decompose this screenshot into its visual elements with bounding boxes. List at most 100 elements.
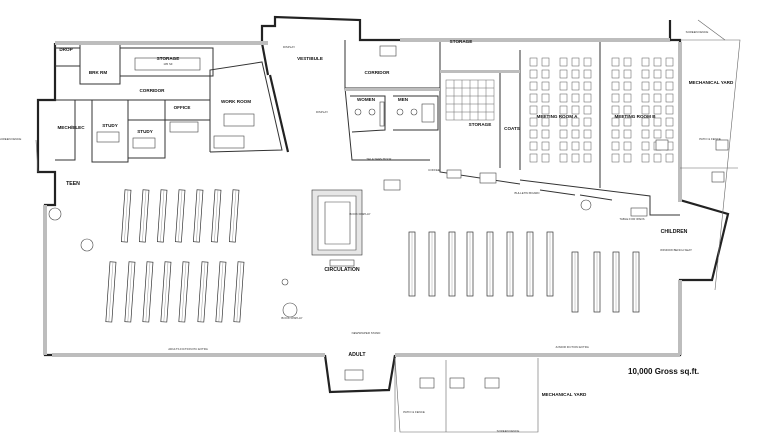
- chair: [571, 153, 580, 163]
- chair: [611, 153, 620, 163]
- room-label-teen: TEEN: [66, 181, 80, 187]
- room-label-study-2: STUDY: [137, 129, 153, 134]
- book-shelf: [546, 231, 554, 297]
- chair: [665, 105, 674, 115]
- gross-area-title: 10,000 Gross sq.ft.: [628, 367, 699, 376]
- chair: [623, 81, 632, 91]
- book-shelf: [197, 261, 209, 323]
- annotation-book-display-2: BOOK DISPLAY: [281, 316, 302, 320]
- chair: [541, 105, 550, 115]
- chair: [571, 57, 580, 67]
- chair: [559, 69, 568, 79]
- chair: [665, 117, 674, 127]
- annotation-window-bench: WINDOW BENCH SEAT: [660, 248, 692, 252]
- chair: [583, 81, 592, 91]
- book-shelf: [139, 189, 150, 243]
- chair: [541, 129, 550, 139]
- book-shelf: [233, 261, 245, 323]
- annotation-table-for-pads: TABLE FOR IPADS: [619, 217, 644, 221]
- room-label-office: OFFICE: [174, 105, 191, 110]
- book-shelf: [428, 231, 436, 297]
- room-label-corridor-e: CORRIDOR: [364, 70, 390, 75]
- chair: [583, 141, 592, 151]
- chair: [583, 117, 592, 127]
- chair: [559, 117, 568, 127]
- book-shelf: [157, 189, 168, 243]
- meeting-room-seating: [529, 57, 674, 163]
- chair: [611, 81, 620, 91]
- book-shelf: [124, 261, 136, 323]
- book-shelf: [193, 189, 204, 243]
- chair: [541, 81, 550, 91]
- chair: [571, 117, 580, 127]
- chair: [641, 105, 650, 115]
- annotation-screen-fence-s: SCREEN FENCE: [497, 429, 520, 433]
- annotation-junior-fiction-extra: JUNIOR FICTION EXTRA: [555, 345, 589, 349]
- chair: [571, 69, 580, 79]
- room-label-children: CHILDREN: [661, 229, 688, 235]
- chair: [571, 93, 580, 103]
- chair: [583, 153, 592, 163]
- chair: [641, 81, 650, 91]
- annotation-book-display-1: BOOK DISPLAY: [349, 212, 370, 216]
- book-shelf: [506, 231, 514, 297]
- chair: [623, 57, 632, 67]
- book-shelf: [229, 189, 240, 243]
- chair: [611, 69, 620, 79]
- chair: [641, 69, 650, 79]
- room-label-storage-ne: STORAGE: [450, 39, 473, 44]
- chair: [559, 57, 568, 67]
- office-furniture: [96, 57, 255, 149]
- annotation-self-serv: SELF SERV BOOK: [366, 157, 391, 161]
- annotation-screen-fence-ne: SCREEN FENCE: [686, 30, 709, 34]
- room-label-work-room: WORK ROOM: [221, 99, 251, 104]
- chair: [541, 117, 550, 127]
- room-label-brk-rm: BRK RM: [89, 70, 108, 75]
- book-shelf: [175, 189, 186, 243]
- chair: [665, 129, 674, 139]
- chair: [559, 81, 568, 91]
- book-shelf: [486, 231, 494, 297]
- annotation-labels: SCREEN FENCE SCREEN FENCE SCREEN FENCE PATI…: [0, 30, 721, 433]
- book-shelf: [466, 231, 474, 297]
- annotation-patio-fence-ne: PATIO & FENCE: [699, 137, 721, 141]
- chair: [583, 105, 592, 115]
- chair: [623, 117, 632, 127]
- room-label-men: MEN: [398, 97, 409, 102]
- annotation-screen-fence-nw: SCREEN FENCE: [0, 137, 21, 141]
- children-shelving: [408, 231, 640, 313]
- chair: [559, 141, 568, 151]
- book-shelf: [215, 261, 227, 323]
- book-shelf: [612, 251, 620, 313]
- annotation-display-1: DISPLAY: [283, 45, 295, 49]
- book-shelf: [526, 231, 534, 297]
- chair: [541, 141, 550, 151]
- annotation-bulletin-board: BULLETIN BOARD: [515, 191, 540, 195]
- chair: [529, 69, 538, 79]
- chair: [653, 81, 662, 91]
- chair: [529, 117, 538, 127]
- chair: [529, 153, 538, 163]
- room-area-storage-top: 105 SF: [163, 62, 173, 66]
- chair: [529, 129, 538, 139]
- storage-grid: [445, 79, 495, 121]
- book-shelf: [448, 231, 456, 297]
- room-label-storage-mid: STORAGE: [469, 122, 492, 127]
- book-shelf: [160, 261, 172, 323]
- chair: [623, 105, 632, 115]
- book-shelf: [142, 261, 154, 323]
- chair: [529, 105, 538, 115]
- annotation-coffee: COFFEE: [428, 168, 440, 172]
- chair: [611, 93, 620, 103]
- room-label-vestibule: VESTIBULE: [297, 56, 323, 61]
- chair: [583, 57, 592, 67]
- restroom-fixtures: [354, 101, 435, 127]
- fences: [35, 19, 741, 433]
- room-label-women: WOMEN: [357, 97, 376, 102]
- chair: [559, 105, 568, 115]
- chair: [529, 141, 538, 151]
- chair: [611, 129, 620, 139]
- room-label-drop: DROP: [59, 47, 72, 52]
- room-label-corridor-w: CORRIDOR: [139, 88, 165, 93]
